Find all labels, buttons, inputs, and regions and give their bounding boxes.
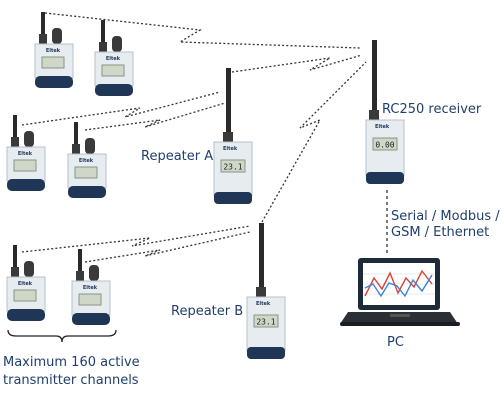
screen-blue-line bbox=[364, 274, 433, 298]
link-group3-repeater-b-b bbox=[84, 231, 251, 263]
connection-label-line1: Serial / Modbus / bbox=[391, 209, 500, 224]
brand-label: Eltek bbox=[18, 151, 33, 157]
brand-label: Eltek bbox=[79, 158, 94, 164]
link-repeater-a-receiver bbox=[231, 54, 363, 73]
lcd-reading: 0.00 bbox=[375, 141, 394, 150]
screen-red-line bbox=[364, 269, 433, 297]
transmitter-icon: Eltek bbox=[30, 10, 78, 92]
laptop-icon bbox=[340, 256, 460, 328]
capacity-label-line2: transmitter channels bbox=[3, 373, 139, 388]
link-group1-receiver bbox=[44, 12, 361, 49]
transmitter-icon: Eltek bbox=[63, 120, 111, 202]
brand-label: Eltek bbox=[46, 48, 61, 54]
link-group2-repeater-a bbox=[21, 91, 221, 126]
transmitter-icon: Eltek bbox=[90, 18, 138, 100]
link-group2-repeater-a-b bbox=[84, 102, 226, 131]
brand-label: Eltek bbox=[106, 56, 121, 62]
link-repeater-b-receiver bbox=[261, 61, 367, 223]
lcd-reading: 23.1 bbox=[223, 163, 242, 172]
brace-icon bbox=[7, 329, 117, 343]
repeater-icon: 23.1 Eltek bbox=[210, 66, 256, 212]
transmitter-icon: Eltek bbox=[2, 243, 50, 325]
lcd-reading: 23.1 bbox=[256, 318, 275, 327]
transmitter-icon: Eltek bbox=[67, 247, 115, 329]
brand-label: Eltek bbox=[375, 124, 390, 130]
repeater-b-label: Repeater B bbox=[171, 304, 244, 319]
brand-label: Eltek bbox=[83, 285, 98, 291]
brand-label: Eltek bbox=[18, 281, 33, 287]
receiver-label: RC250 receiver bbox=[382, 102, 482, 117]
pc-label: PC bbox=[387, 335, 404, 350]
transmitter-icon: Eltek bbox=[2, 113, 50, 195]
brand-label: Eltek bbox=[223, 146, 238, 152]
link-group3-repeater-b bbox=[21, 225, 251, 253]
receiver-icon: 0.00 Eltek bbox=[360, 38, 410, 192]
connection-label-line2: GSM / Ethernet bbox=[391, 225, 490, 240]
repeater-a-label: Repeater A bbox=[141, 149, 214, 164]
repeater-icon: 23.1 Eltek bbox=[243, 221, 289, 367]
brand-label: Eltek bbox=[256, 301, 271, 307]
capacity-label-line1: Maximum 160 active bbox=[3, 355, 140, 370]
